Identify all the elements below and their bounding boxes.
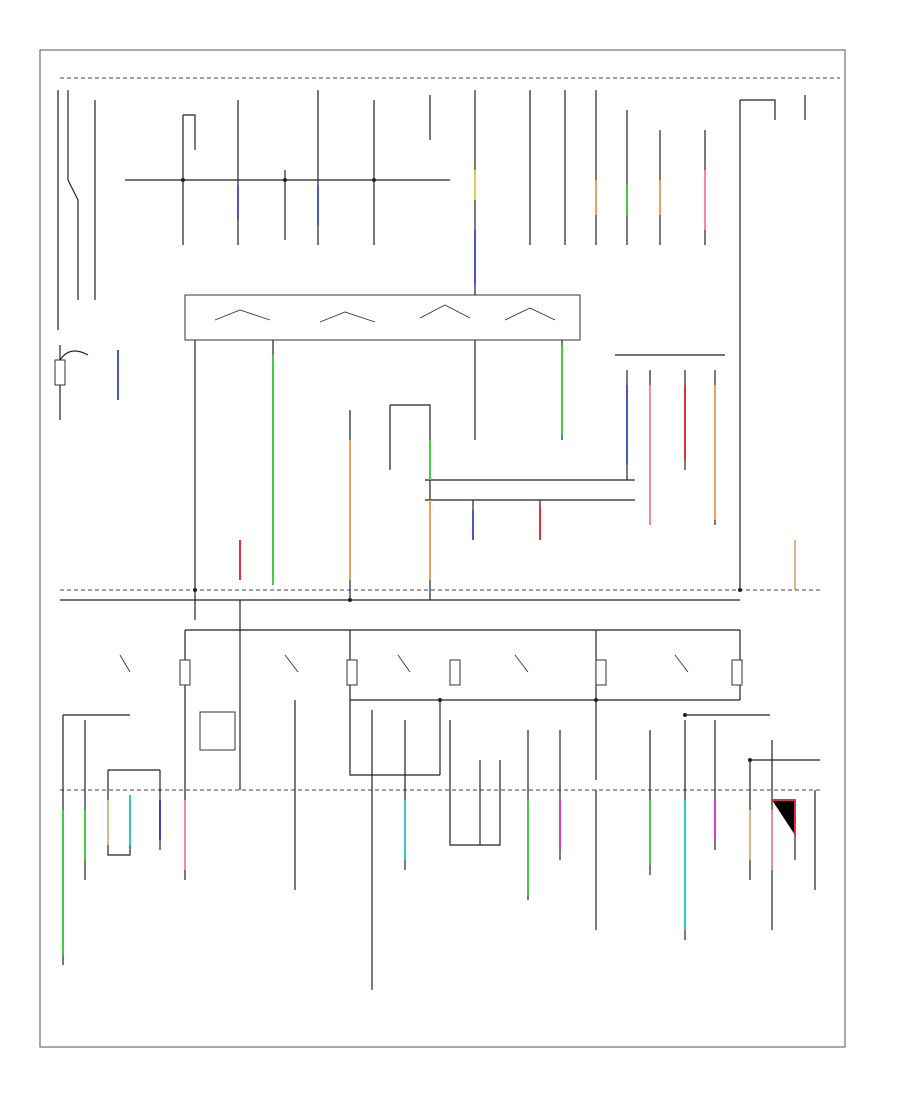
mid-colored-wires (239, 345, 796, 590)
top-fuse-columns (182, 90, 431, 245)
bottom-colored-wires (62, 795, 796, 955)
top-colored-wires (117, 170, 706, 400)
diagram-frame (39, 49, 846, 1048)
bottom-wires (62, 700, 820, 990)
splice-points (181, 178, 752, 762)
ignition-switch (184, 294, 581, 341)
switch-contacts (214, 304, 556, 323)
left-feed-group (54, 90, 96, 420)
wire-bottom-red (772, 799, 796, 835)
mid-wires (194, 340, 725, 620)
relay-section (60, 599, 743, 790)
